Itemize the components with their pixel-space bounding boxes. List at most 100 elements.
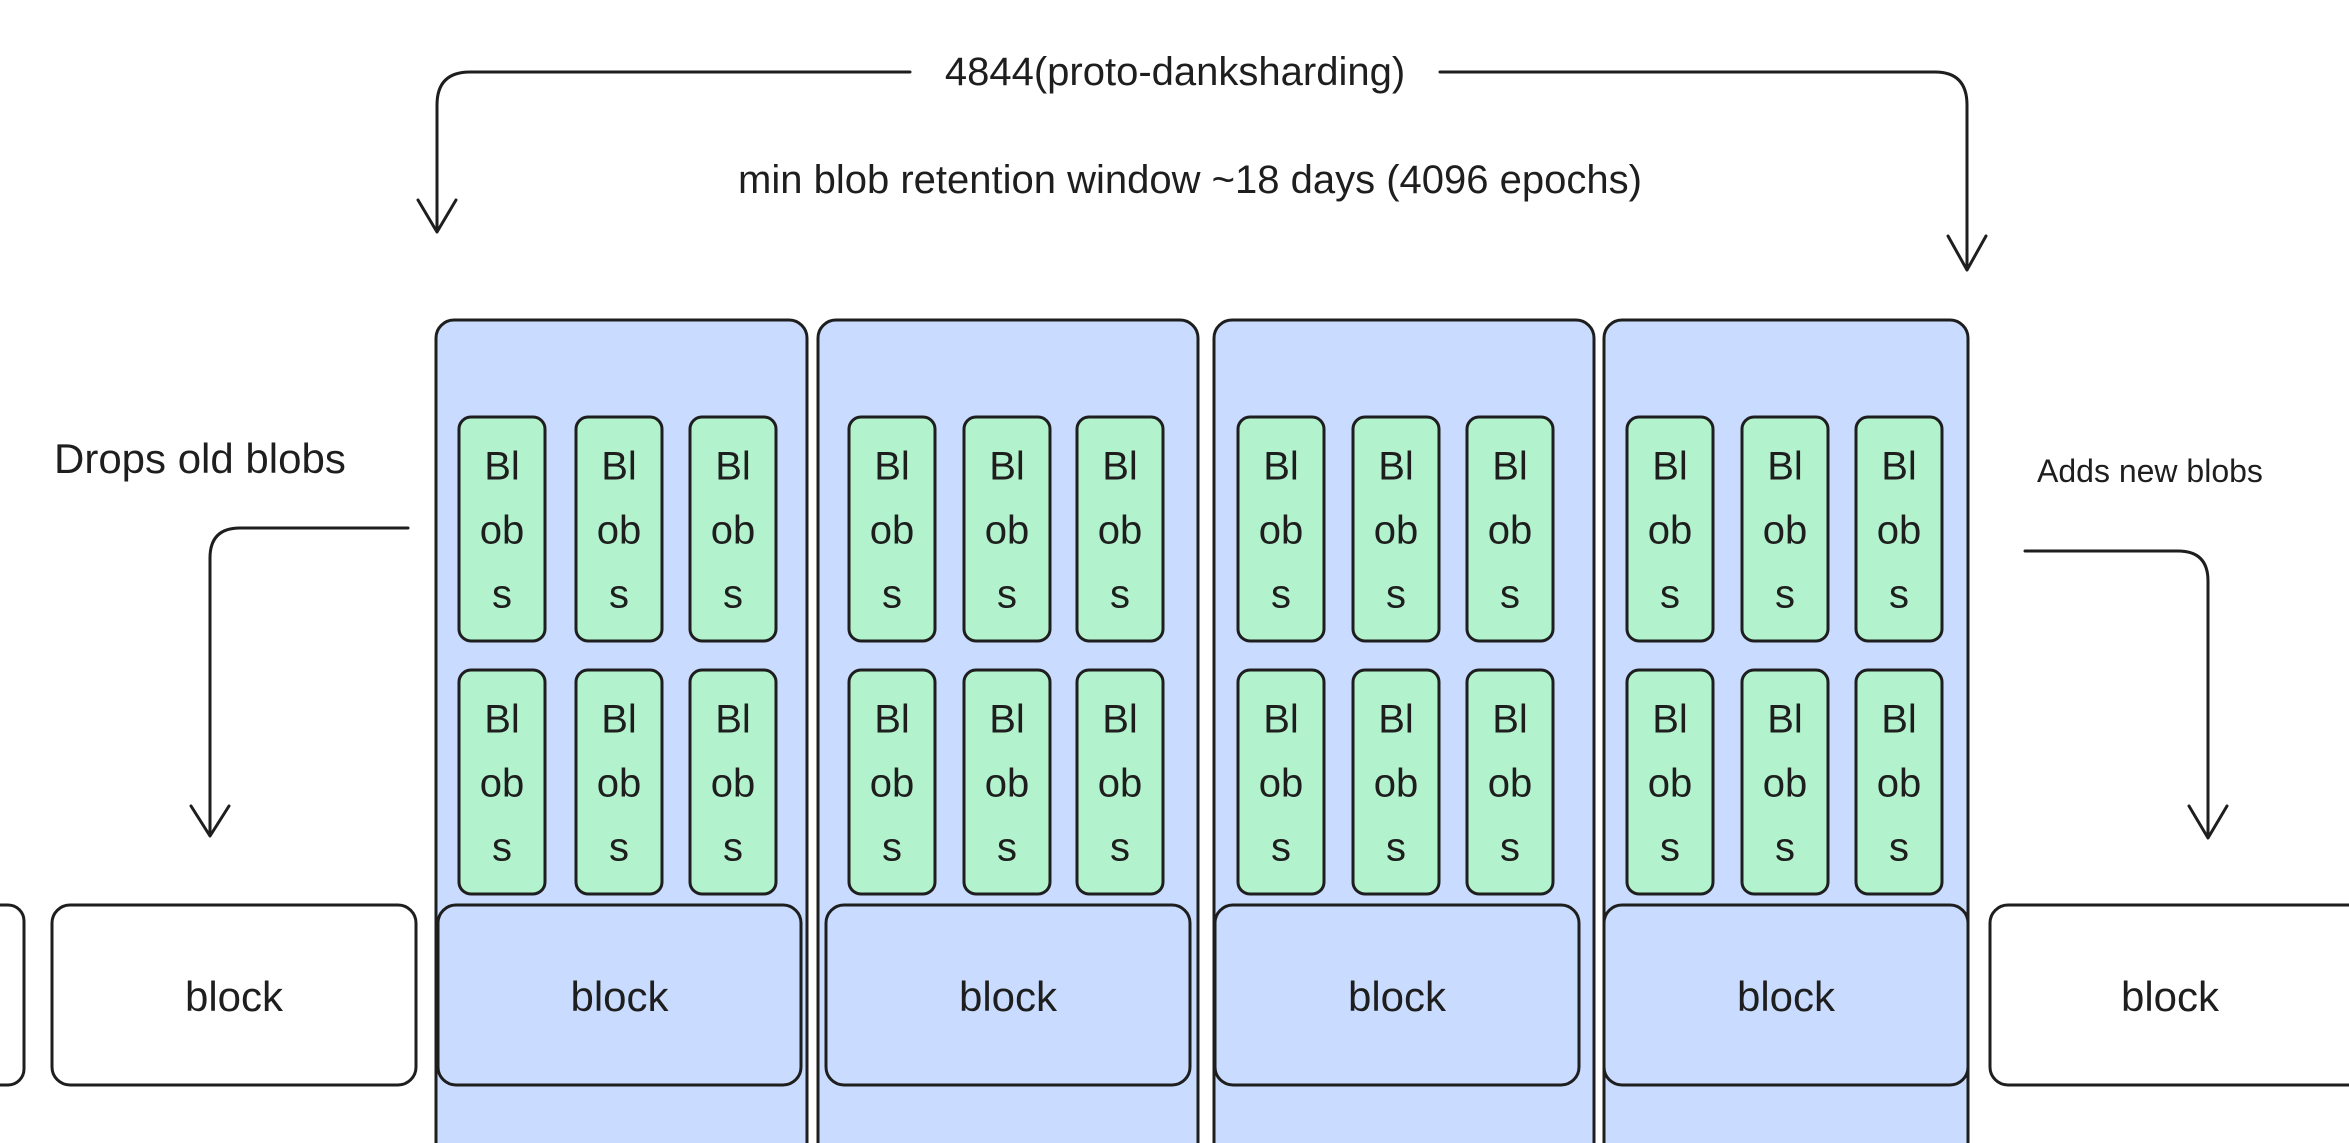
blob-box-label: Bl — [1263, 698, 1299, 742]
blob-box-label: s — [492, 826, 512, 870]
block-box-label: block — [570, 973, 669, 1020]
blob-box-label: s — [1110, 573, 1130, 617]
blob-box-shape — [1625, 415, 1715, 643]
blob-box-label: ob — [1374, 762, 1419, 806]
blob-box-label: Bl — [989, 698, 1025, 742]
blob-box-shape — [1351, 668, 1441, 896]
blob-box-label: ob — [1877, 762, 1922, 806]
blob-box: Bl ob s — [1465, 415, 1555, 643]
blob-box-shape — [1465, 668, 1555, 896]
add-arrow-line — [2023, 549, 2210, 838]
blob-box-label: s — [1889, 826, 1909, 870]
blob-box-shape — [962, 415, 1052, 643]
blob-box-label: Bl — [715, 445, 751, 489]
blob-box-shape — [1854, 668, 1944, 896]
blob-box-label: ob — [870, 509, 915, 553]
new-block-label: block — [2121, 973, 2220, 1020]
drop-arrow — [189, 526, 410, 838]
blob-box-label: Bl — [1881, 445, 1917, 489]
blob-box-label: s — [997, 826, 1017, 870]
blob-box-label: ob — [1488, 509, 1533, 553]
blob-box-label: s — [1500, 826, 1520, 870]
bracket-right-line — [1438, 70, 1969, 270]
blob-box-label: ob — [1259, 762, 1304, 806]
blob-box-label: Bl — [1378, 445, 1414, 489]
new-block — [1988, 903, 2349, 1087]
blob-box-label: Bl — [874, 445, 910, 489]
blob-box-shape — [574, 668, 664, 896]
blob-box-shape — [1236, 668, 1326, 896]
blob-box: Bl ob s — [962, 668, 1052, 896]
blob-box-label: ob — [480, 762, 525, 806]
blob-box-shape — [1740, 415, 1830, 643]
blob-box-shape — [457, 668, 547, 896]
blob-box-shape — [457, 415, 547, 643]
drop-arrow-head — [189, 804, 231, 838]
add-arrow-head — [2187, 804, 2229, 840]
blob-box-label: Bl — [715, 698, 751, 742]
blob-box-label: ob — [711, 762, 756, 806]
blob-box-label: Bl — [1881, 698, 1917, 742]
blob-box-label: s — [1500, 573, 1520, 617]
blob-box-label: s — [609, 573, 629, 617]
blob-box-label: Bl — [1767, 698, 1803, 742]
bracket-left-line — [435, 70, 912, 232]
blob-box-label: Bl — [601, 445, 637, 489]
retention-bracket — [416, 70, 1988, 272]
blob-box-label: Bl — [1492, 698, 1528, 742]
blob-box: Bl ob s — [1351, 415, 1441, 643]
drop-arrow-line — [208, 526, 410, 836]
blob-box-shape — [574, 415, 664, 643]
bracket-left-arrowhead — [416, 198, 458, 234]
blob-box-label: ob — [1763, 509, 1808, 553]
blob-box-label: s — [1386, 573, 1406, 617]
blob-box-label: s — [1271, 573, 1291, 617]
blob-box-label: ob — [985, 762, 1030, 806]
blob-box-label: Bl — [874, 698, 910, 742]
blob-box-shape — [847, 668, 937, 896]
blob-box-label: ob — [870, 762, 915, 806]
blob-box-label: s — [492, 573, 512, 617]
block-box-label: block — [1737, 973, 1836, 1020]
blob-box-label: ob — [711, 509, 756, 553]
blob-box-label: ob — [1763, 762, 1808, 806]
blob-box-label: ob — [597, 509, 642, 553]
drops-old-blobs-label: Drops old blobs — [54, 435, 346, 482]
blob-box: Bl ob s — [1854, 668, 1944, 896]
blob-box-label: s — [882, 826, 902, 870]
blob-box-label: Bl — [1263, 445, 1299, 489]
blob-box-shape — [847, 415, 937, 643]
blob-box: Bl ob s — [574, 415, 664, 643]
blob-box-label: s — [1660, 573, 1680, 617]
add-arrow — [2023, 549, 2229, 840]
offscreen-block — [0, 903, 26, 1087]
blob-box-shape — [1465, 415, 1555, 643]
blob-box-shape — [1351, 415, 1441, 643]
blob-box-label: ob — [1098, 762, 1143, 806]
block-box — [436, 903, 803, 1087]
block-box — [1602, 903, 1970, 1087]
retention-columns: BlobsBlobsBlobsBlobsBlobsBlobsblockBlobs… — [434, 318, 1970, 1143]
blob-box-shape — [1740, 668, 1830, 896]
blob-box-label: s — [1775, 826, 1795, 870]
blob-box-label: s — [723, 826, 743, 870]
blob-box-label: Bl — [1492, 445, 1528, 489]
blob-box-label: s — [1386, 826, 1406, 870]
blob-box-label: Bl — [1767, 445, 1803, 489]
bracket-right-arrowhead — [1946, 234, 1988, 272]
blob-box-label: ob — [1877, 509, 1922, 553]
blob-box-label: Bl — [1102, 445, 1138, 489]
blob-box-shape — [962, 668, 1052, 896]
blob-box-label: ob — [1374, 509, 1419, 553]
